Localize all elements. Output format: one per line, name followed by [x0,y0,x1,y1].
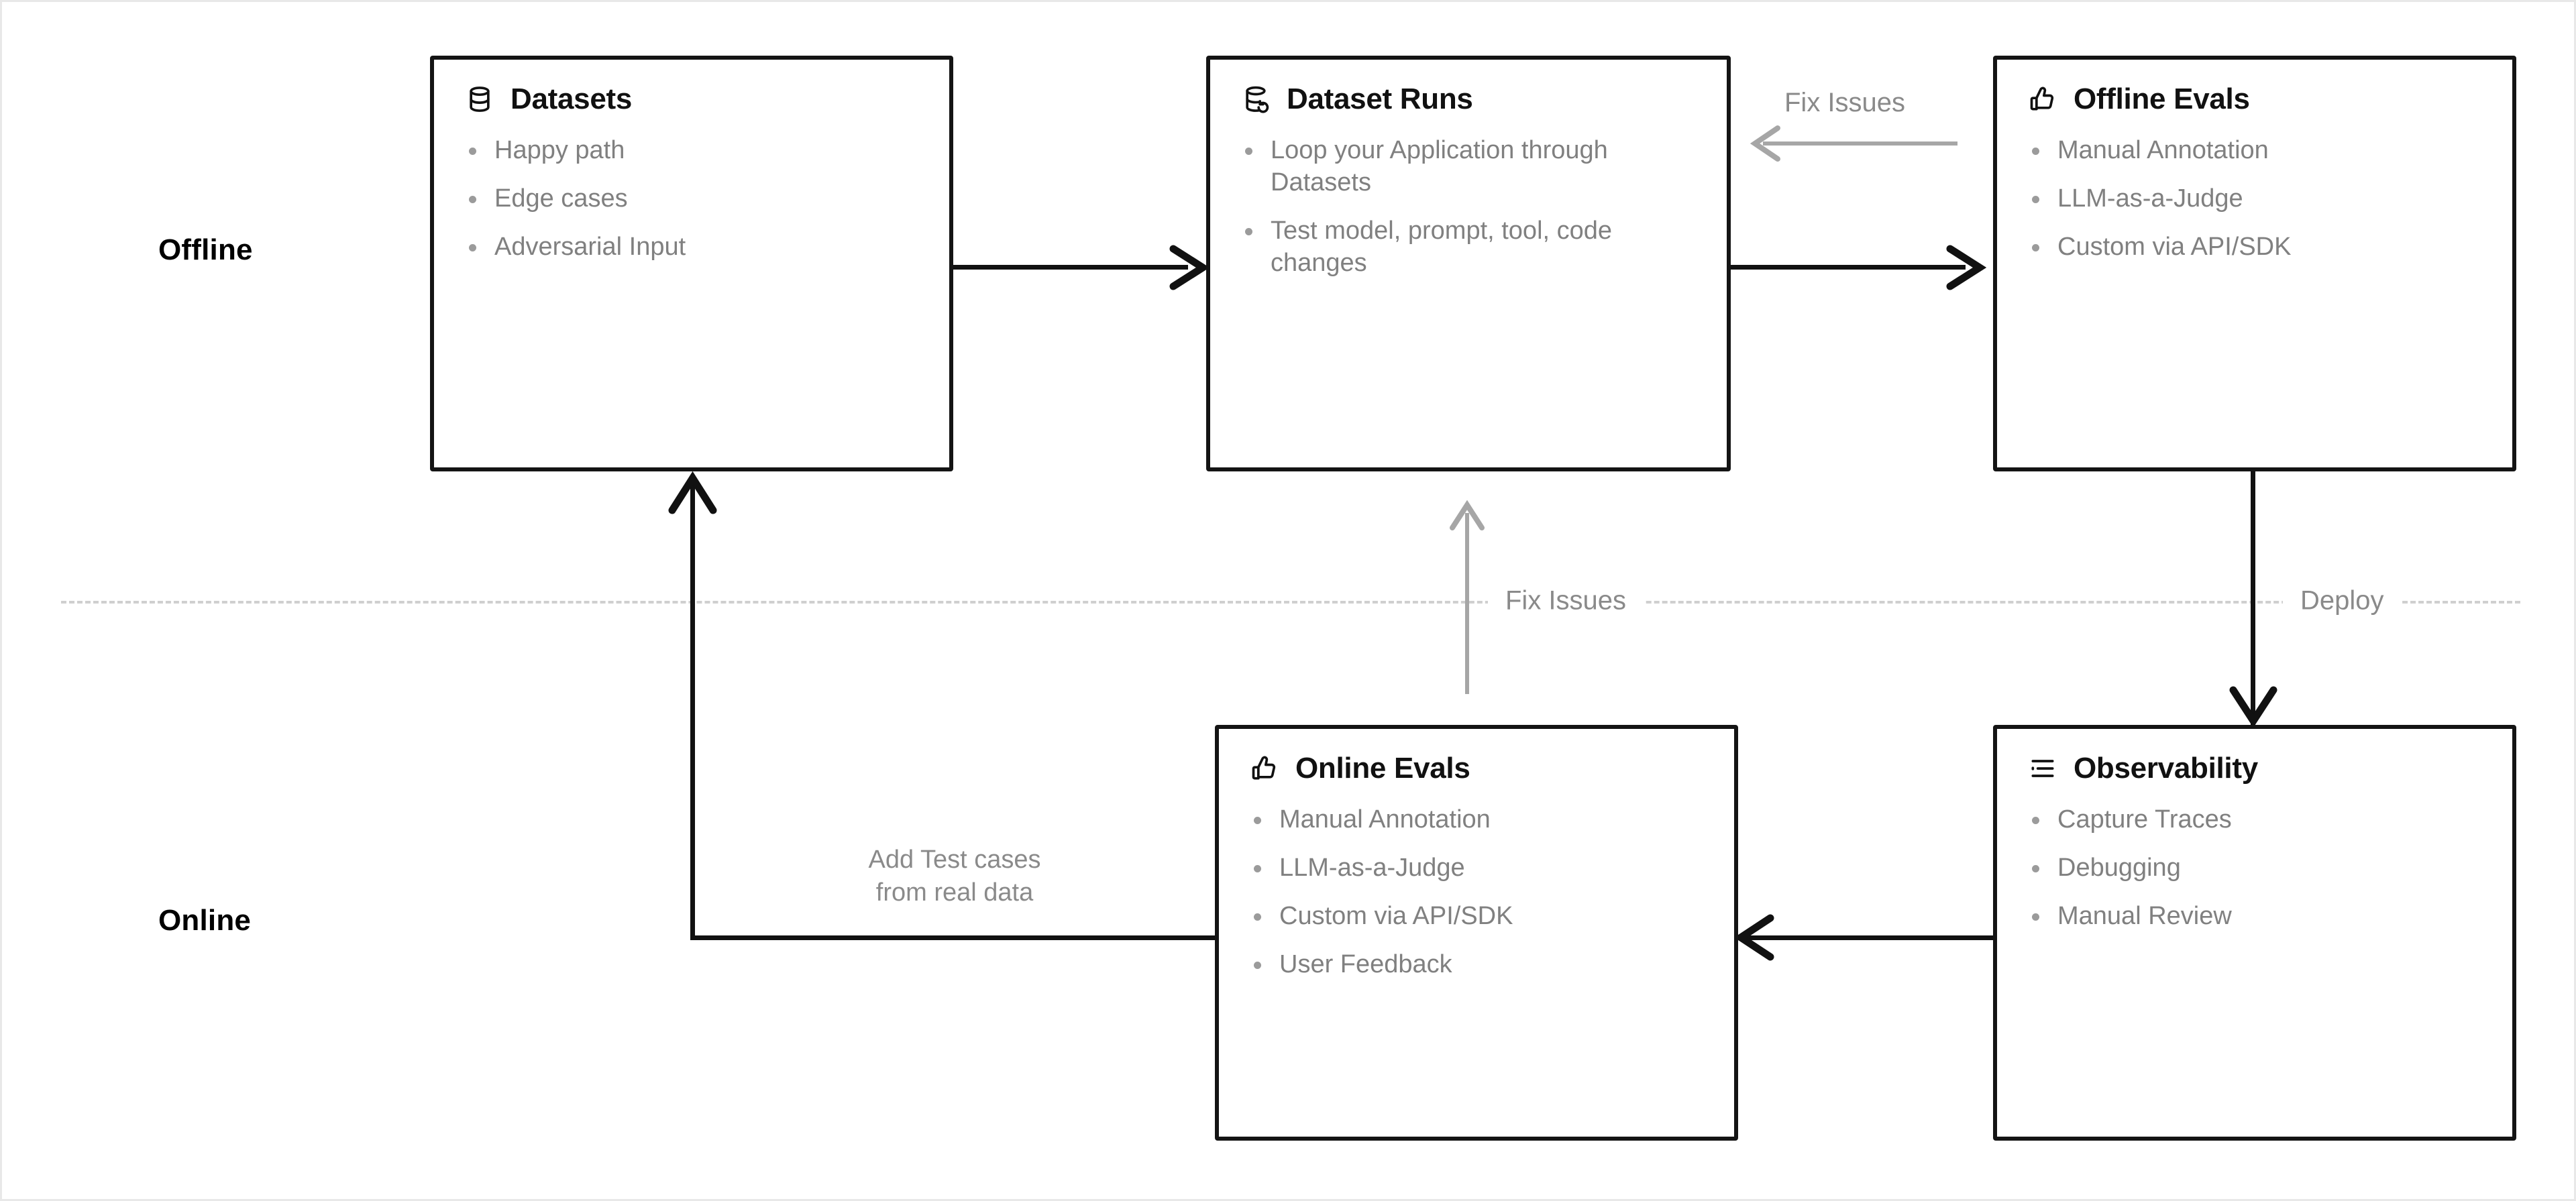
node-offline-evals-list: Manual Annotation LLM-as-a-Judge Custom … [2027,135,2485,264]
node-dataset-runs-header: Dataset Runs [1240,82,1700,116]
connector-offline-evals-to-dataset-runs-fix-issues [1763,141,1957,146]
node-offline-evals-header: Offline Evals [2027,82,2485,116]
list-item: Loop your Application through Datasets [1240,135,1700,199]
connector-datasets-to-dataset-runs [953,265,1188,270]
arrowhead-left-fix-issues-top [1748,124,1783,163]
arrowhead-left-online-evals [1734,914,1776,961]
list-item: Manual Review [2027,901,2485,933]
arrowhead-down-observability [2229,686,2277,730]
node-online-evals[interactable]: Online Evals Manual Annotation LLM-as-a-… [1215,725,1738,1141]
list-item: Happy path [464,135,922,167]
database-icon [464,83,496,115]
arrowhead-right-dataset-runs [1169,245,1210,290]
connector-observability-to-online-evals [1738,935,1994,940]
lane-label-offline: Offline [158,233,253,266]
edge-label-fix-issues-top: Fix Issues [1784,88,1906,117]
list-item: Edge cases [464,183,922,215]
node-dataset-runs-list: Loop your Application through Datasets T… [1240,135,1700,280]
node-datasets[interactable]: Datasets Happy path Edge cases Adversari… [430,56,953,471]
thumbs-up-icon [2027,83,2059,115]
node-dataset-runs[interactable]: Dataset Runs Loop your Application throu… [1206,56,1731,471]
arrowhead-up-fix-issues-middle [1448,498,1486,533]
list-item: LLM-as-a-Judge [1248,852,1707,884]
list-item: Custom via API/SDK [1248,901,1707,933]
list-item: Manual Annotation [2027,135,2485,167]
list-item: Capture Traces [2027,804,2485,836]
divider-label-deploy: Deploy [2283,585,2402,616]
list-item: Custom via API/SDK [2027,231,2485,264]
connector-dataset-runs-to-offline-evals [1731,265,1966,270]
node-online-evals-list: Manual Annotation LLM-as-a-Judge Custom … [1248,804,1707,981]
node-datasets-title: Datasets [511,82,633,115]
node-online-evals-title: Online Evals [1295,752,1470,785]
list-item: Adversarial Input [464,231,922,264]
arrowhead-up-datasets [668,471,717,516]
connector-online-evals-to-datasets-vertical [690,477,695,938]
database-refresh-icon [1240,83,1272,115]
node-dataset-runs-title: Dataset Runs [1287,82,1473,115]
divider-label-fix-issues: Fix Issues [1488,585,1644,616]
arrowhead-right-offline-evals [1946,245,1986,290]
node-online-evals-header: Online Evals [1248,752,1707,785]
node-offline-evals-title: Offline Evals [2074,82,2250,115]
edge-label-add-test-cases: Add Test cases from real data [868,846,1041,907]
node-datasets-list: Happy path Edge cases Adversarial Input [464,135,922,264]
lane-label-online: Online [158,904,252,937]
node-observability-title: Observability [2074,752,2258,785]
connector-online-evals-to-datasets-horizontal [690,935,1218,940]
node-observability-list: Capture Traces Debugging Manual Review [2027,804,2485,933]
list-item: Test model, prompt, tool, code changes [1240,215,1700,280]
node-offline-evals[interactable]: Offline Evals Manual Annotation LLM-as-a… [1993,56,2516,471]
node-observability[interactable]: Observability Capture Traces Debugging M… [1993,725,2516,1141]
list-item: Manual Annotation [1248,804,1707,836]
offline-online-divider [61,601,2520,604]
list-item: User Feedback [1248,949,1707,981]
connector-offline-evals-to-observability [2251,471,2255,728]
node-observability-header: Observability [2027,752,2485,785]
connector-online-evals-to-dataset-runs-fix-issues [1465,513,1469,694]
node-datasets-header: Datasets [464,82,922,116]
list-item: Debugging [2027,852,2485,884]
thumbs-up-icon [1248,752,1281,785]
list-item: LLM-as-a-Judge [2027,183,2485,215]
list-details-icon [2027,752,2059,785]
